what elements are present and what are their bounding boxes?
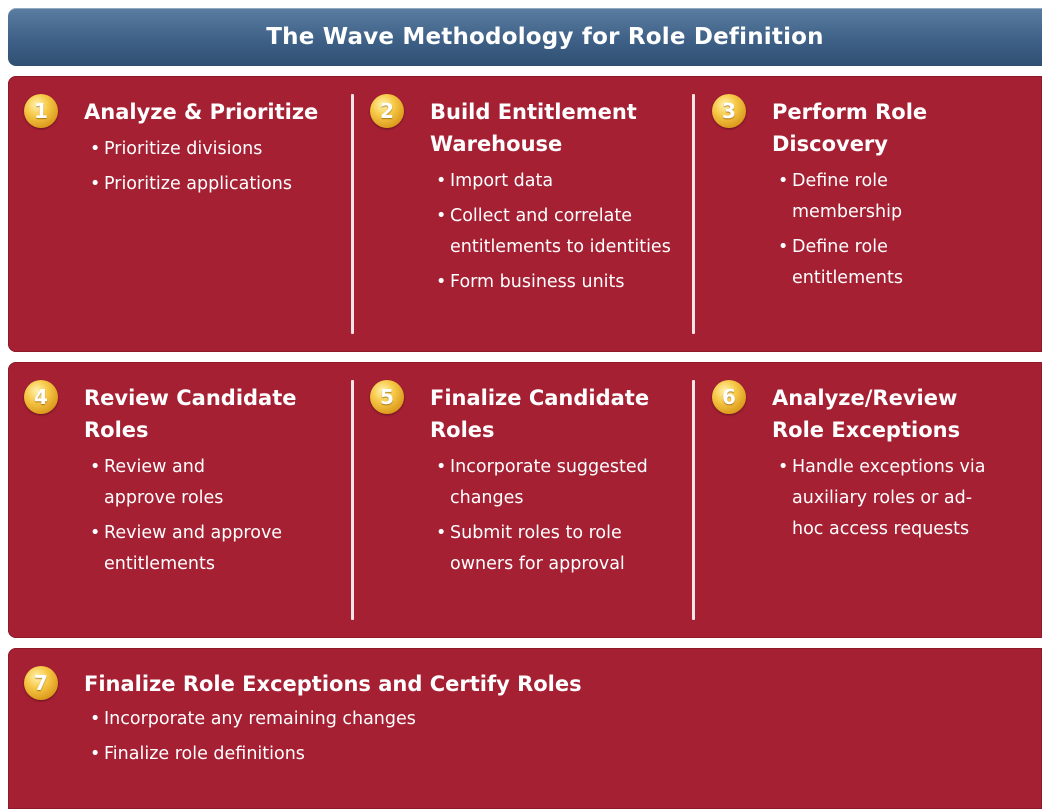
step-2-bullets: Import data Collect and correlate entitl… xyxy=(430,166,676,298)
panel-row-3: 7 Finalize Role Exceptions and Certify R… xyxy=(8,648,1042,809)
step-7-bullets: Incorporate any remaining changes Finali… xyxy=(84,704,582,770)
step-5-bullet-2: Submit roles to role owners for approval xyxy=(436,518,625,580)
diagram-title: The Wave Methodology for Role Definition xyxy=(266,24,824,50)
step-3-content: Perform Role Discovery Define role membe… xyxy=(772,96,952,298)
step-2-bullet-3: Form business units xyxy=(436,267,676,298)
divider xyxy=(351,380,354,620)
step-4-title: Review Candidate Roles xyxy=(84,386,297,442)
step-7-bullet-1: Incorporate any remaining changes xyxy=(90,704,582,735)
step-6-bullets: Handle exceptions via auxiliary roles or… xyxy=(772,452,993,545)
step-7-number-badge: 7 xyxy=(24,666,58,700)
step-6-bullet-1: Handle exceptions via auxiliary roles or… xyxy=(778,452,993,545)
step-3-number-badge: 3 xyxy=(712,94,746,128)
step-1-bullet-1: Prioritize divisions xyxy=(90,134,350,165)
step-4-content: Review Candidate Roles Review and approv… xyxy=(84,382,330,584)
step-2-bullet-1: Import data xyxy=(436,166,676,197)
step-7-content: Finalize Role Exceptions and Certify Rol… xyxy=(84,668,582,774)
step-4-bullet-1: Review and approve roles xyxy=(90,452,254,514)
divider xyxy=(692,380,695,620)
panel-row-1: 1 Analyze & Prioritize Prioritize divisi… xyxy=(8,76,1042,352)
step-5-title: Finalize Candidate Roles xyxy=(430,386,650,442)
step-5-content: Finalize Candidate Roles Incorporate sug… xyxy=(430,382,666,584)
step-1-bullets: Prioritize divisions Prioritize applicat… xyxy=(84,134,350,200)
step-3-title: Perform Role Discovery xyxy=(772,100,928,156)
step-2-title: Build Entitlement Warehouse xyxy=(430,100,637,156)
step-5-number-badge: 5 xyxy=(370,380,404,414)
step-4-bullets: Review and approve roles Review and appr… xyxy=(84,452,330,580)
step-7-bullet-2: Finalize role definitions xyxy=(90,739,582,770)
step-3-bullets: Define role membership Define role entit… xyxy=(772,166,928,294)
step-6-title: Analyze/Review Role Exceptions xyxy=(772,386,961,442)
step-2-bullet-2: Collect and correlate entitlements to id… xyxy=(436,201,676,263)
step-3-bullet-1: Define role membership xyxy=(778,166,928,228)
step-1-title: Analyze & Prioritize xyxy=(84,100,319,124)
step-6-number-badge: 6 xyxy=(712,380,746,414)
step-1-content: Analyze & Prioritize Prioritize division… xyxy=(84,96,350,204)
step-4-bullet-2: Review and approve entitlements xyxy=(90,518,330,580)
step-3-bullet-2: Define role entitlements xyxy=(778,232,928,294)
step-5-bullets: Incorporate suggested changes Submit rol… xyxy=(430,452,666,580)
panel-row-2: 4 Review Candidate Roles Review and appr… xyxy=(8,362,1042,638)
step-6-content: Analyze/Review Role Exceptions Handle ex… xyxy=(772,382,993,549)
step-1-number-badge: 1 xyxy=(24,94,58,128)
title-bar: The Wave Methodology for Role Definition xyxy=(8,8,1042,66)
divider xyxy=(692,94,695,334)
step-4-number-badge: 4 xyxy=(24,380,58,414)
divider xyxy=(351,94,354,334)
step-5-bullet-1: Incorporate suggested changes xyxy=(436,452,666,514)
step-2-content: Build Entitlement Warehouse Import data … xyxy=(430,96,676,302)
step-2-number-badge: 2 xyxy=(370,94,404,128)
step-7-title: Finalize Role Exceptions and Certify Rol… xyxy=(84,672,582,696)
step-1-bullet-2: Prioritize applications xyxy=(90,169,350,200)
